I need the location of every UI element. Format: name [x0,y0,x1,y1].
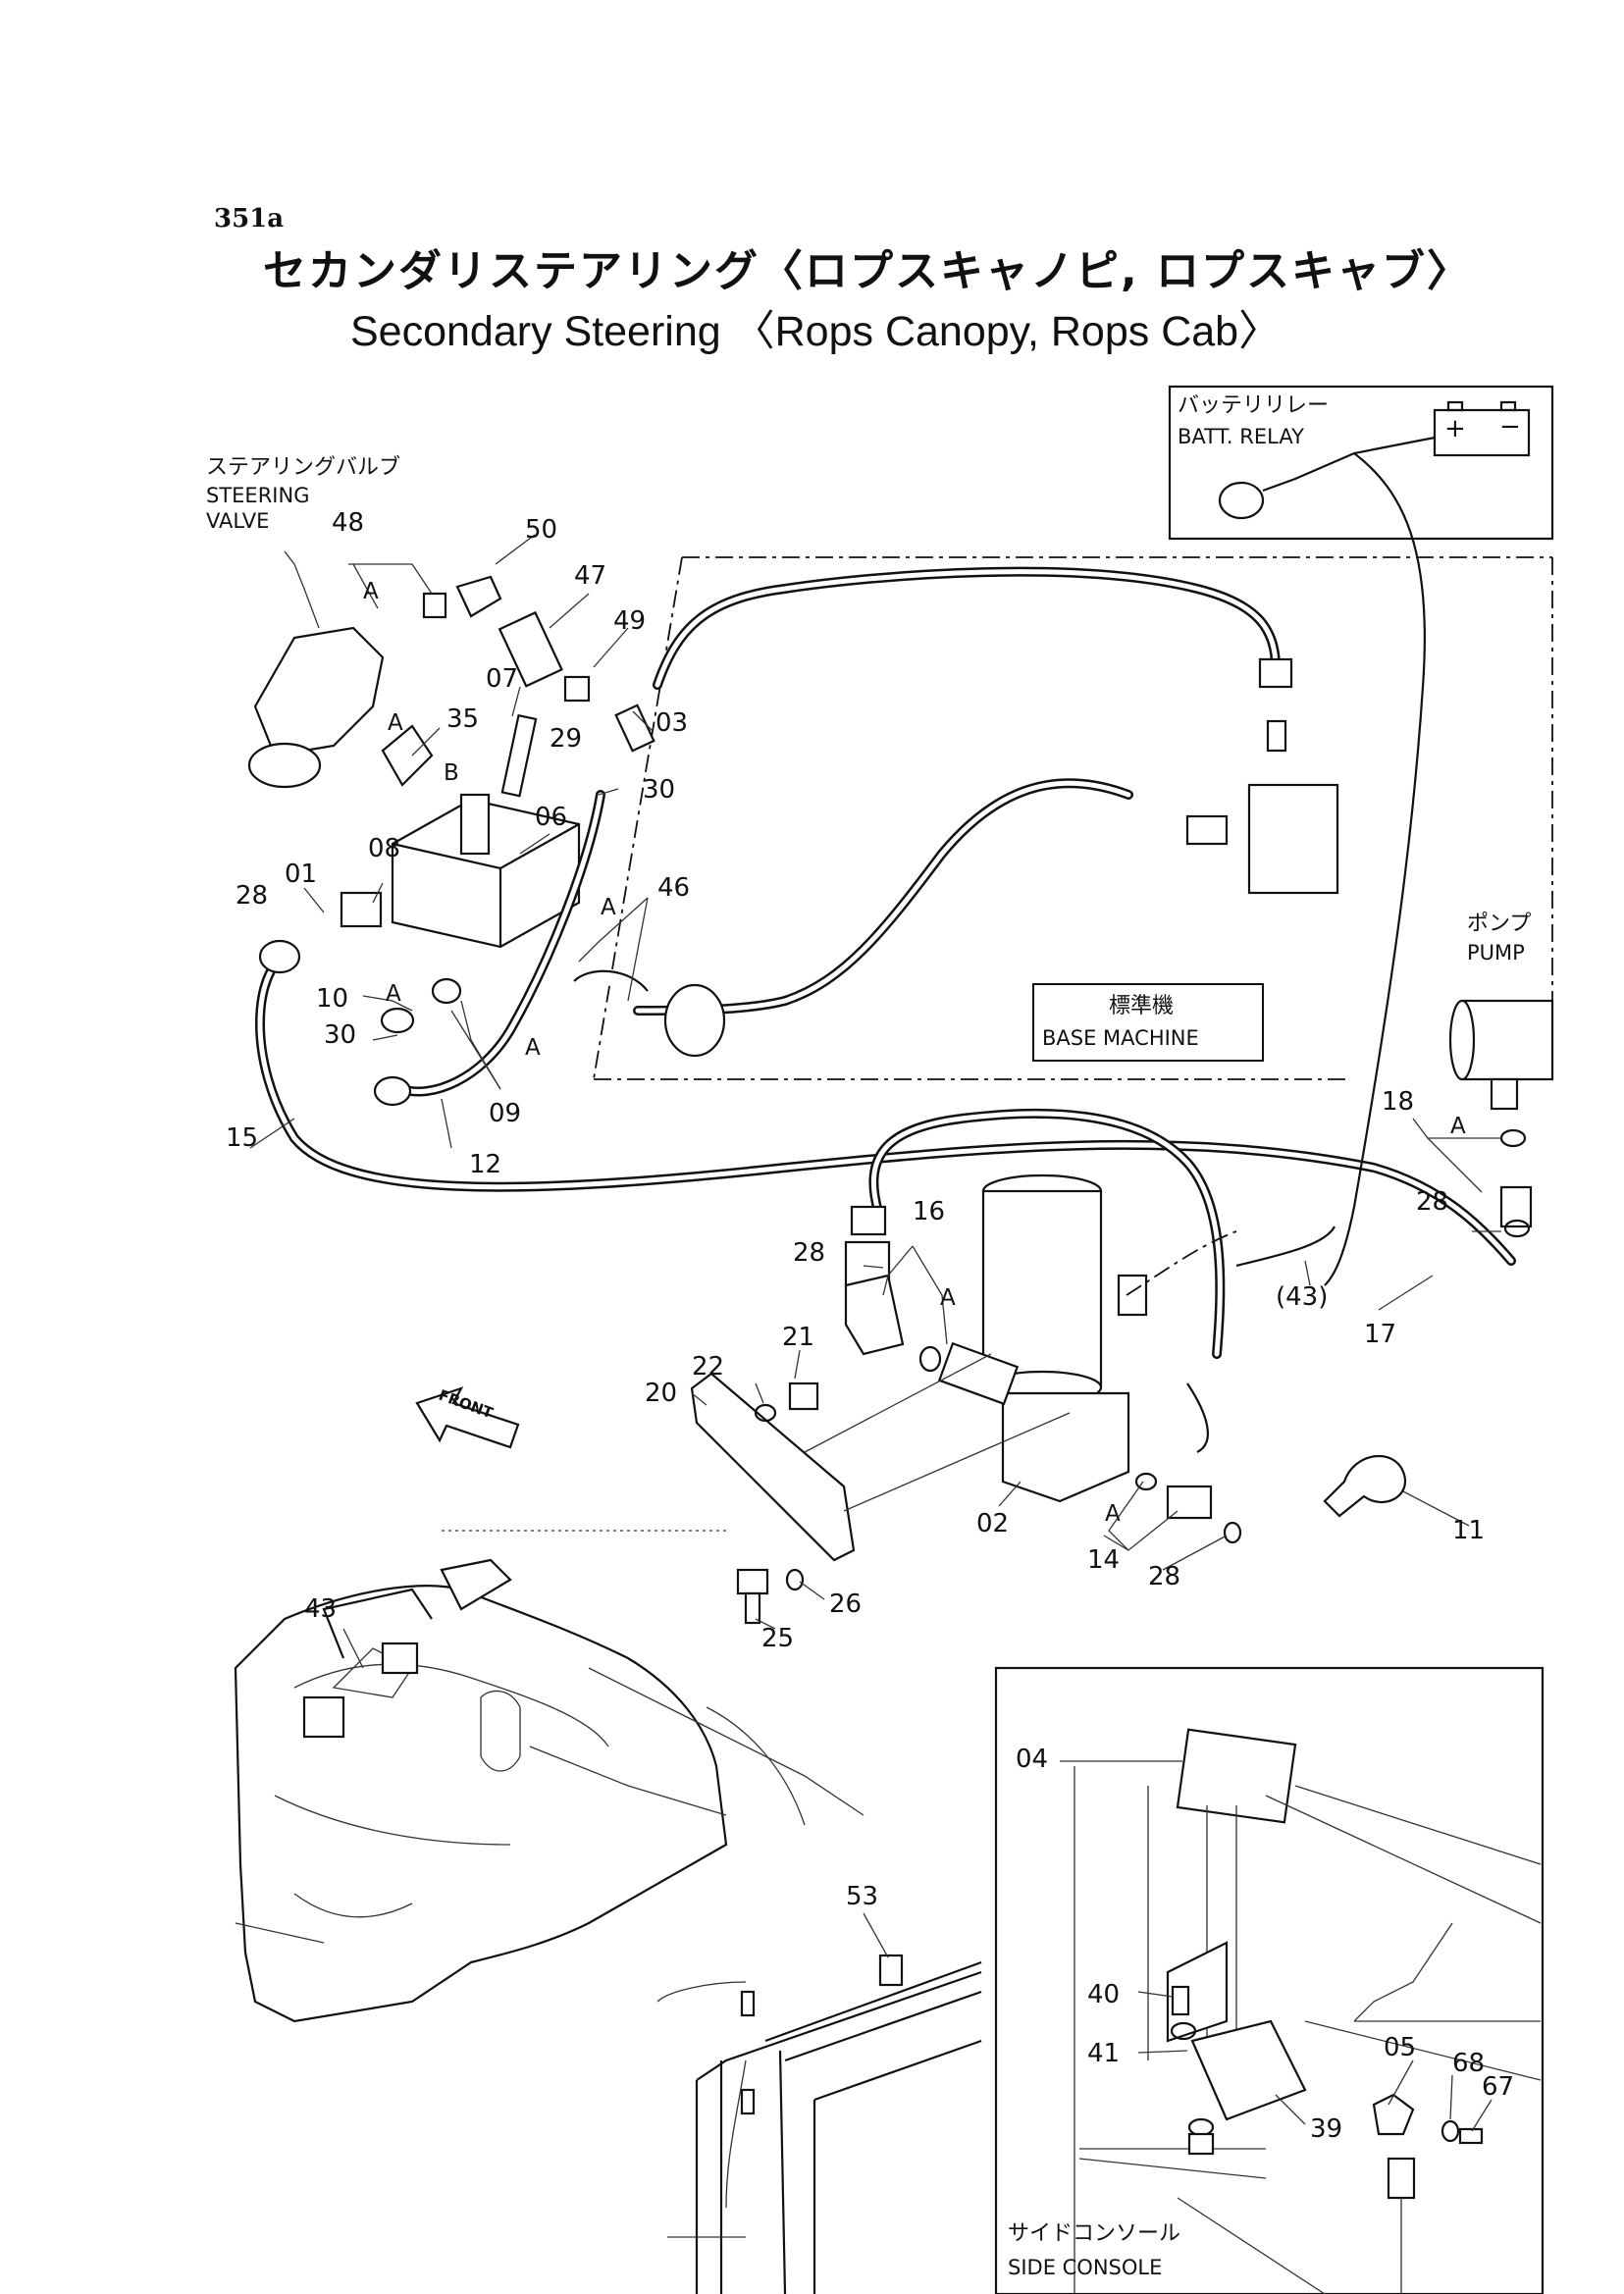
part-number-25: 25 [761,1624,795,1653]
part-number-39: 39 [1310,2114,1343,2144]
part-number-48: 48 [332,508,365,538]
part-number-18: 18 [1382,1087,1415,1117]
part-number-21: 21 [782,1323,815,1352]
part-number-28-mid: 28 [793,1238,826,1268]
part-number-26: 26 [829,1590,863,1619]
steering-valve-label-en-2: VALVE [206,509,270,533]
batt-relay-box [1168,385,1554,541]
part-number-09: 09 [489,1099,522,1128]
part-number-06: 06 [535,803,568,832]
base-machine-label-ja: 標準機 [1109,994,1175,1018]
callout-letter-a: A [1450,1114,1466,1139]
front-arrow [415,1386,520,1449]
part-number-22: 22 [692,1352,725,1382]
part-number-41: 41 [1087,2039,1121,2068]
part-number-29: 29 [550,724,583,754]
battery-icon [1433,408,1531,457]
batt-relay-label-en: BATT. RELAY [1178,425,1304,448]
batt-relay-label-ja: バッテリリレー [1178,393,1330,418]
part-number-46: 46 [657,873,691,903]
callout-letter-b: B [444,760,459,786]
callout-letter-a: A [386,981,401,1007]
pump [1460,999,1554,1081]
part-number-12: 12 [469,1150,502,1179]
part-number-20: 20 [645,1379,678,1408]
part-number-07: 07 [486,664,519,694]
part-number-16: 16 [913,1197,946,1226]
side-console-box [994,1666,1545,2294]
part-number-17: 17 [1364,1320,1397,1349]
page-code: 351a [214,204,285,234]
part-number-05: 05 [1384,2033,1417,2062]
part-number-14: 14 [1087,1545,1121,1575]
battery-minus: − [1499,412,1521,442]
part-number-08: 08 [368,834,401,863]
callout-letter-a: A [601,895,616,920]
part-number-11: 11 [1452,1516,1486,1545]
base-machine-label-box [1032,983,1264,1062]
steering-valve-label-en-1: STEERING [206,484,310,507]
callout-letter-a: A [1105,1501,1121,1527]
pump-label-en: PUMP [1467,941,1525,965]
callout-letter-a: A [363,579,379,604]
part-number-15: 15 [226,1123,259,1153]
title-japanese: セカンダリステアリング〈ロプスキャノピ, ロプスキャブ〉 [263,246,1473,296]
part-number-30-upper: 30 [643,775,676,805]
part-number-53: 53 [846,1882,879,1911]
part-number-04: 04 [1016,1745,1049,1774]
part-number-50: 50 [525,515,558,545]
bracket-20 [690,1372,856,1562]
part-number-28-bottom: 28 [1148,1562,1181,1591]
part-number-67: 67 [1482,2072,1515,2102]
pump-label-ja: ポンプ [1467,912,1532,936]
side-console-label-ja: サイドコンソール [1008,2221,1181,2246]
steering-valve [253,626,385,757]
callout-letter-a: A [388,710,403,736]
console-part-04 [1176,1728,1297,1824]
part-number-01: 01 [285,860,318,889]
motor-pump-02 [981,1189,1103,1389]
relay-part [1218,481,1265,520]
part-number-28-left: 28 [236,881,269,911]
part-number-47: 47 [574,561,607,591]
battery-plus: + [1444,414,1466,443]
part-number-40: 40 [1087,1980,1121,2009]
part-number-02: 02 [976,1509,1010,1538]
base-machine-label-en: BASE MACHINE [1042,1026,1199,1050]
part-number-35: 35 [446,704,480,734]
part-number-30-lower: 30 [324,1020,357,1050]
part-number-68: 68 [1452,2049,1486,2078]
steering-valve-label-ja: ステアリングバルブ [206,455,401,480]
part-number-49: 49 [613,606,647,636]
callout-letter-a: A [940,1285,956,1311]
part-number-43-ref: (43) [1276,1282,1329,1312]
callout-letter-a: A [525,1035,541,1061]
side-console-label-en: SIDE CONSOLE [1008,2256,1163,2279]
part-number-28-right: 28 [1416,1187,1449,1217]
part-number-10: 10 [316,984,349,1014]
part-number-43: 43 [304,1594,338,1624]
base-valve-block [1247,783,1339,895]
part-number-03: 03 [655,708,689,738]
title-english: Secondary Steering 〈Rops Canopy, Rops Ca… [350,308,1282,355]
